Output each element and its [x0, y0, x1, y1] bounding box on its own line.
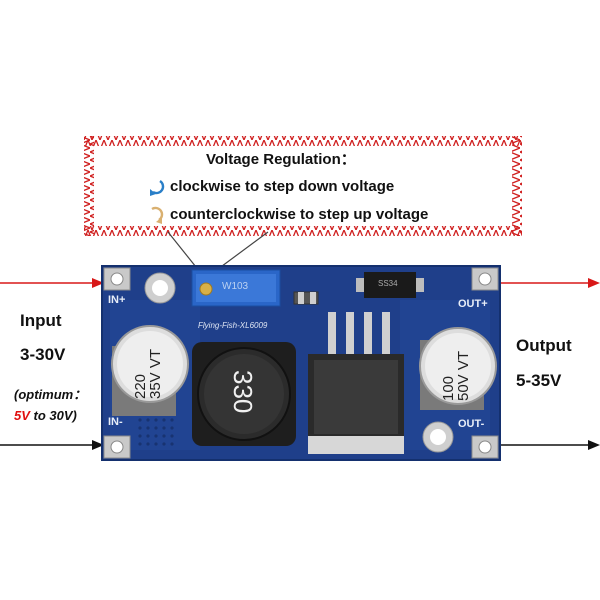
terminal-pad-in-minus: [103, 435, 131, 459]
counterclockwise-icon: [151, 206, 164, 224]
label-in-minus: IN-: [108, 416, 123, 428]
input-title: Input: [20, 311, 62, 330]
pot-marking: W103: [222, 281, 249, 292]
cap-left-line2: 35V: [147, 372, 164, 399]
silkscreen-text: Flying-Fish-XL6009: [198, 321, 268, 330]
inductor: [192, 342, 296, 446]
callout-border-bottom: [84, 226, 522, 236]
callout-border-top: [84, 136, 522, 146]
output-plus-arrow: [500, 278, 600, 288]
cap-right-line2: 50V: [455, 374, 472, 401]
terminal-pad-out-minus: [471, 435, 499, 459]
input-note-optimum-value: 5V: [14, 408, 30, 423]
mounting-hole-top-left: [144, 272, 176, 304]
diode: [356, 272, 424, 298]
cap-left-line3: VT: [147, 348, 164, 369]
output-title: Output: [516, 336, 572, 355]
label-out-plus: OUT+: [458, 298, 488, 310]
output-minus-arrow: [500, 440, 600, 450]
counterclockwise-text: counterclockwise to step up voltage: [170, 206, 429, 223]
clockwise-text: clockwise to step down voltage: [170, 178, 395, 195]
mounting-hole-bottom-right: [422, 421, 454, 453]
capacitor-left: [111, 325, 189, 416]
input-plus-arrow: [0, 278, 104, 288]
terminal-pad-in-plus: [103, 267, 131, 291]
inductor-marking: 330: [228, 370, 258, 414]
callout-border-left: [84, 136, 94, 236]
regulator-ic: [308, 312, 404, 454]
capacitor-right: [419, 327, 497, 410]
input-range: 3-30V: [20, 345, 66, 364]
cap-right-markings: 100 50V VT: [440, 331, 472, 401]
terminal-pad-out-plus: [471, 267, 499, 291]
output-range: 5-35V: [516, 371, 562, 390]
callout-border-right: [512, 136, 522, 236]
cap-right-line3: VT: [455, 350, 472, 371]
potentiometer: [191, 269, 281, 307]
callout-title: Voltage Regulation：: [206, 151, 356, 168]
input-minus-arrow: [0, 440, 104, 450]
input-note-line1: (optimum：: [14, 387, 87, 402]
label-in-plus: IN+: [108, 294, 126, 306]
clockwise-icon: [150, 179, 165, 196]
input-note-rest: to 30V): [29, 408, 77, 423]
input-note-line2: 5V to 30V): [14, 408, 77, 423]
label-out-minus: OUT-: [458, 418, 485, 430]
diode-marking: SS34: [378, 279, 398, 288]
cap-left-markings: 220 35V VT: [132, 329, 164, 399]
